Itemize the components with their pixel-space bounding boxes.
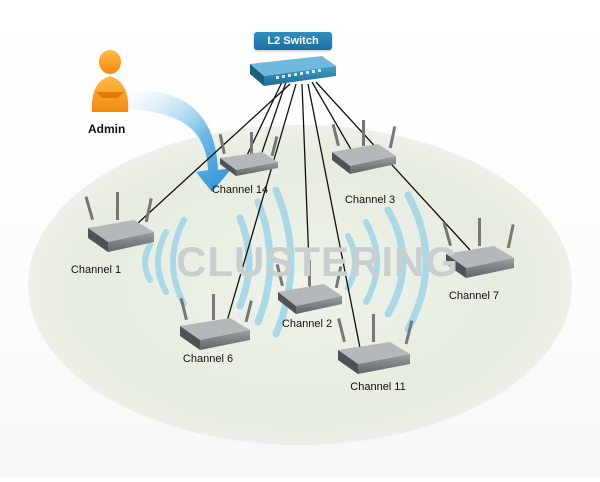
switch-label: L2 Switch [254,32,332,50]
cluster-area [28,125,572,445]
admin-label: Admin [88,122,126,136]
clustering-label: CLUSTERING [176,238,459,285]
ap-label-channel-2: Channel 2 [281,318,333,330]
access-point-icon [179,294,253,350]
ap-label-channel-1: Channel 1 [70,264,122,276]
admin-person-icon [91,50,129,112]
ap-label-channel-11: Channel 11 [350,381,406,393]
access-point-icon [275,260,343,314]
ap-label-channel-3: Channel 3 [344,194,396,206]
ap-label-channel-14: Channel 14 [211,184,269,196]
ap-label-channel-6: Channel 6 [182,353,234,365]
access-point-icon [331,120,397,174]
access-point-icon [337,314,414,374]
ap-label-channel-7: Channel 7 [448,290,500,302]
l2-switch [250,56,336,86]
access-point-icon [218,132,279,176]
access-point-icon [442,218,515,278]
admin-arrow [118,90,232,192]
access-point-icon [84,192,154,252]
signal-waves [142,186,430,338]
